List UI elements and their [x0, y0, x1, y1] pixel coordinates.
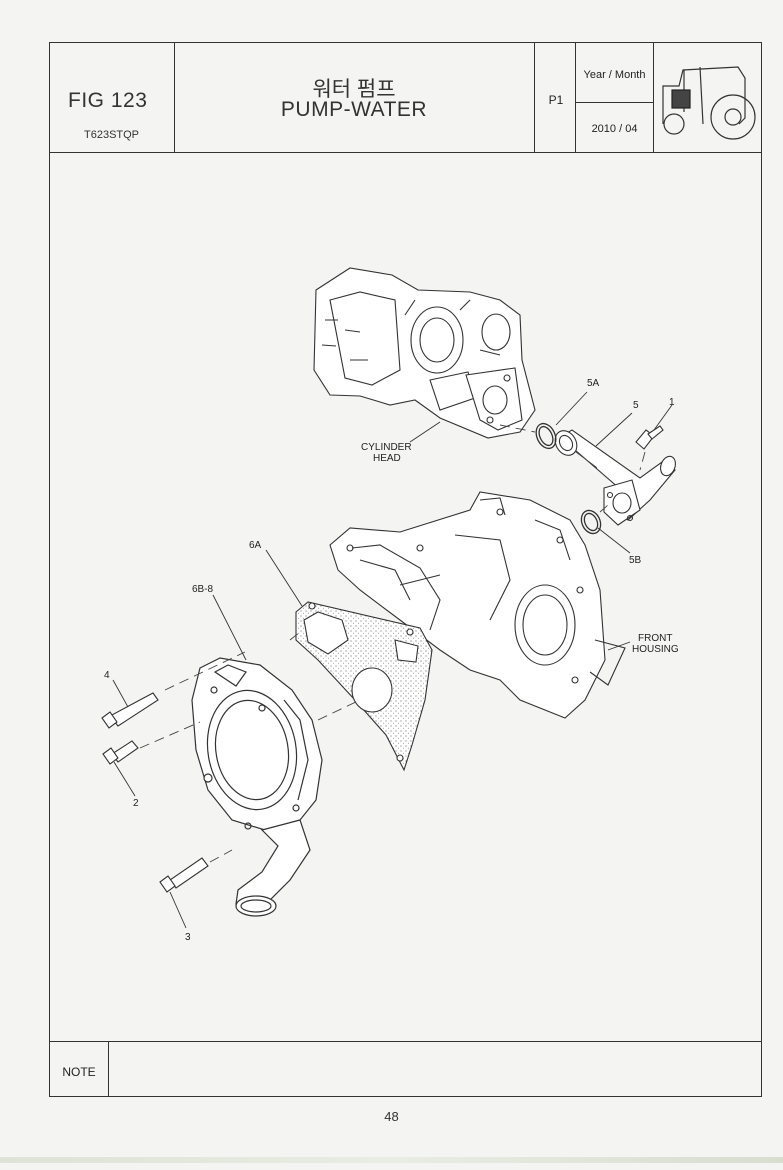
front-housing-label-line1: FRONT	[638, 633, 672, 644]
bolt-2-drawing	[102, 740, 139, 765]
cylinder-head-drawing	[313, 267, 536, 439]
callout-6b: 6B-8	[192, 584, 214, 595]
note-label: NOTE	[62, 1065, 96, 1079]
scan-edge	[0, 1157, 783, 1163]
callout-5a: 5A	[587, 378, 600, 389]
header-bottom-rule	[50, 152, 761, 153]
bolt-1-drawing	[635, 425, 664, 450]
callout-4: 4	[104, 670, 110, 681]
page-number: 48	[384, 1109, 399, 1124]
cylinder-head-label-line1: CYLINDER	[361, 442, 412, 453]
document-frame: FIG 123 T623STQP 워터 펌프 PUMP-WATER P1 Yea…	[49, 42, 762, 1097]
note-divider	[108, 1041, 109, 1096]
callout-2: 2	[133, 798, 139, 809]
gasket-6a	[295, 601, 433, 772]
page-code: P1	[548, 93, 564, 107]
callout-6a: 6A	[249, 540, 262, 551]
callout-5b: 5B	[629, 555, 642, 566]
assembly-lines	[139, 424, 646, 863]
front-housing-drawing	[329, 491, 626, 719]
callout-3: 3	[185, 932, 191, 943]
leader-lines	[112, 391, 673, 929]
fig-number: FIG 123	[68, 89, 148, 112]
year-month-value: 2010 / 04	[591, 123, 638, 135]
front-housing-label-line2: HOUSING	[632, 644, 679, 655]
page-title-korean: 워터 펌프	[312, 78, 396, 101]
bolt-3-drawing	[159, 857, 209, 893]
year-month-rule	[575, 102, 653, 103]
o-ring-5b	[580, 509, 602, 535]
tractor-icon	[662, 66, 756, 140]
callout-1: 1	[669, 397, 675, 408]
header-divider-4	[653, 43, 654, 152]
model-code: T623STQP	[84, 129, 140, 141]
header-divider-1	[174, 43, 175, 152]
o-ring-5a	[535, 422, 557, 450]
water-pipe-drawing	[554, 429, 676, 526]
water-pump-drawing	[191, 657, 323, 917]
year-month-label: Year / Month	[583, 69, 646, 81]
page-title: PUMP-WATER	[280, 98, 428, 121]
bolt-4-drawing	[101, 692, 159, 729]
header-divider-2	[534, 43, 535, 152]
note-top-rule	[50, 1041, 761, 1042]
header-divider-3	[575, 43, 576, 152]
callout-5: 5	[633, 400, 639, 411]
cylinder-head-label-line2: HEAD	[373, 453, 401, 464]
